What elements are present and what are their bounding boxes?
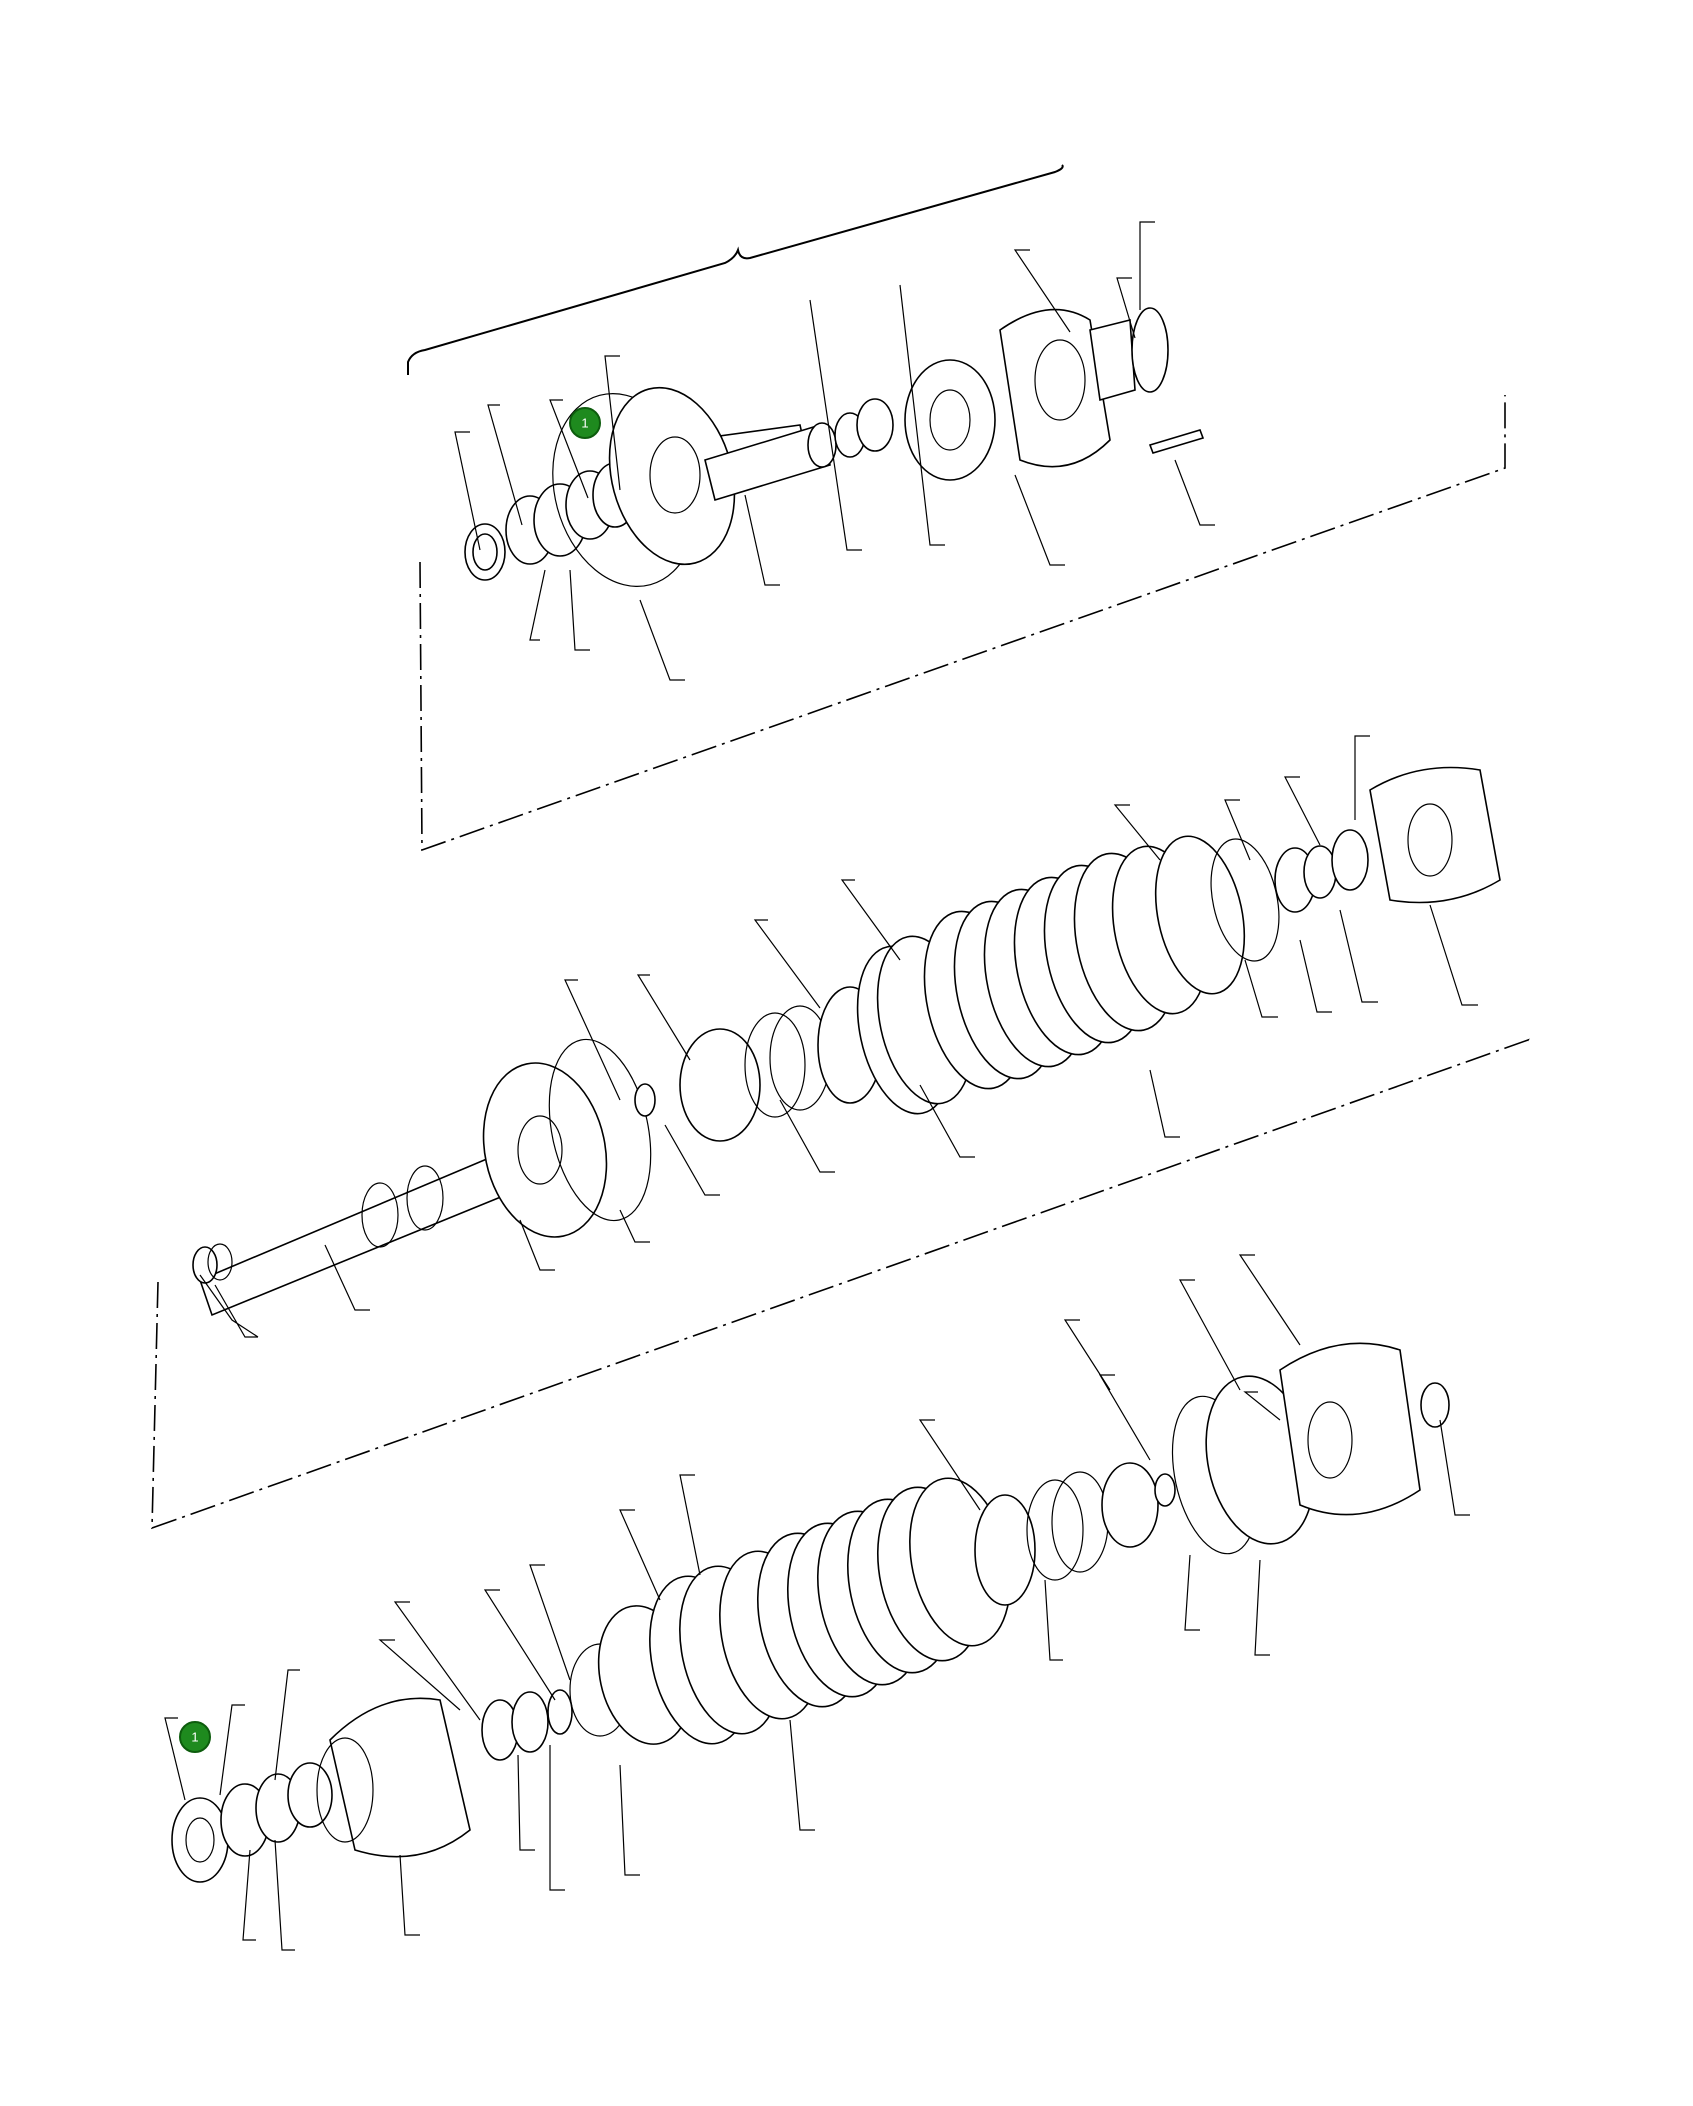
housing-bore: [1034, 339, 1086, 421]
callout-top-label: 1: [581, 416, 588, 431]
end-bearing: [171, 1797, 229, 1883]
top-shaft-assembly: [407, 164, 1506, 852]
splined-shaft: [199, 1143, 531, 1317]
callout-bottom-badge[interactable]: 1: [179, 1721, 211, 1753]
low-hub-gear: [974, 1494, 1036, 1606]
flange-plate-hub: [649, 436, 701, 514]
gear-hub: [287, 1762, 333, 1828]
low-spring-2: [1051, 1471, 1109, 1573]
bolt: [1148, 429, 1205, 454]
thrust-washer-mid-2: [1303, 845, 1337, 899]
callout-top-circle[interactable]: [569, 407, 601, 439]
low-drum-bore: [1307, 1401, 1353, 1479]
bottom-shaft-assembly: [164, 1254, 1470, 1951]
low-o-ring: [1154, 1473, 1176, 1507]
oil-seal: [1131, 307, 1169, 393]
low-washer-2: [511, 1691, 549, 1753]
clutch-pack: [856, 835, 1246, 1115]
thrust-bearing: [856, 398, 894, 452]
spring-cup: [679, 1028, 761, 1142]
middle-frame: [151, 1038, 1530, 1530]
hub-spline-inner: [472, 533, 498, 571]
leaders-top: [454, 221, 1215, 681]
leaders-middle: [199, 735, 1478, 1338]
output-drum-gear: [316, 1737, 374, 1843]
assembly-brace: [407, 164, 1064, 375]
housing-neck: [1089, 318, 1136, 402]
return-spring: [744, 1012, 806, 1118]
low-end-collar: [1420, 1382, 1450, 1428]
low-spring-cup: [1101, 1462, 1159, 1548]
callout-top-badge[interactable]: 1: [569, 407, 601, 439]
clutch-drum-bore: [1407, 803, 1453, 877]
callout-bottom-circle[interactable]: [179, 1721, 211, 1753]
callout-bottom-label: 1: [191, 1730, 198, 1745]
output-drum: [329, 1697, 471, 1858]
main-shaft: [704, 423, 831, 502]
o-ring: [634, 1083, 656, 1117]
low-clutch-pack: [649, 1477, 1011, 1745]
spline-band-2: [406, 1165, 444, 1231]
clutch-housing: [999, 308, 1111, 468]
piston-drum: [482, 1062, 608, 1238]
low-washer-3: [547, 1689, 573, 1735]
thrust-washer-mid-3: [1331, 829, 1369, 891]
low-drum: [1279, 1342, 1421, 1516]
spur-gear-hub: [929, 389, 971, 451]
clutch-drum: [1369, 766, 1501, 904]
shaft-end-ring-2: [207, 1243, 233, 1281]
piston-ring: [548, 1038, 652, 1222]
top-frame: [419, 395, 1506, 852]
spur-gear: [904, 359, 996, 481]
spline-band: [361, 1182, 399, 1248]
end-bearing-bore: [185, 1817, 215, 1863]
low-spring-1: [1026, 1479, 1084, 1581]
leaders-bottom: [164, 1254, 1470, 1951]
middle-shaft-assembly: [151, 735, 1530, 1530]
piston-drum-bore: [517, 1115, 563, 1185]
